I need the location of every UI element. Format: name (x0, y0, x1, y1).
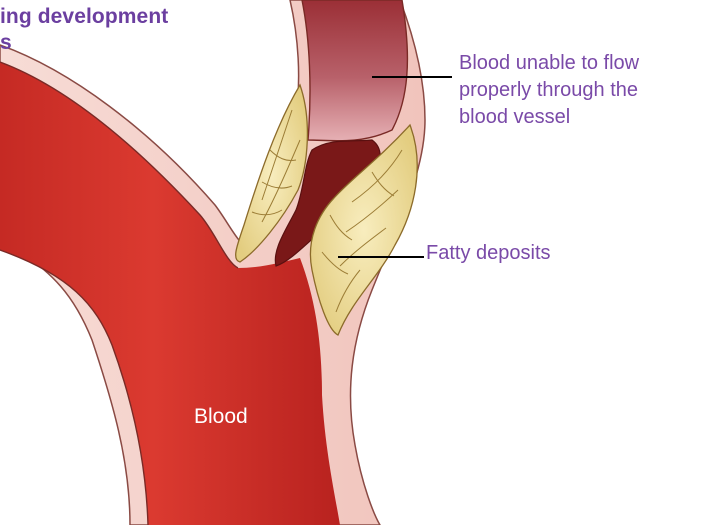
label-blood: Blood (194, 404, 248, 430)
narrowed-branch (302, 0, 407, 141)
title-line-1: ing development (0, 4, 168, 30)
label-blood-flow: Blood unable to flow properly through th… (459, 50, 639, 131)
page-title: ing development s (0, 4, 168, 56)
label-blood-flow-line-3: blood vessel (459, 104, 639, 131)
label-blood-flow-line-1: Blood unable to flow (459, 50, 639, 77)
label-fatty-deposits: Fatty deposits (426, 240, 551, 267)
label-blood-flow-line-2: properly through the (459, 77, 639, 104)
title-line-2: s (0, 30, 168, 56)
